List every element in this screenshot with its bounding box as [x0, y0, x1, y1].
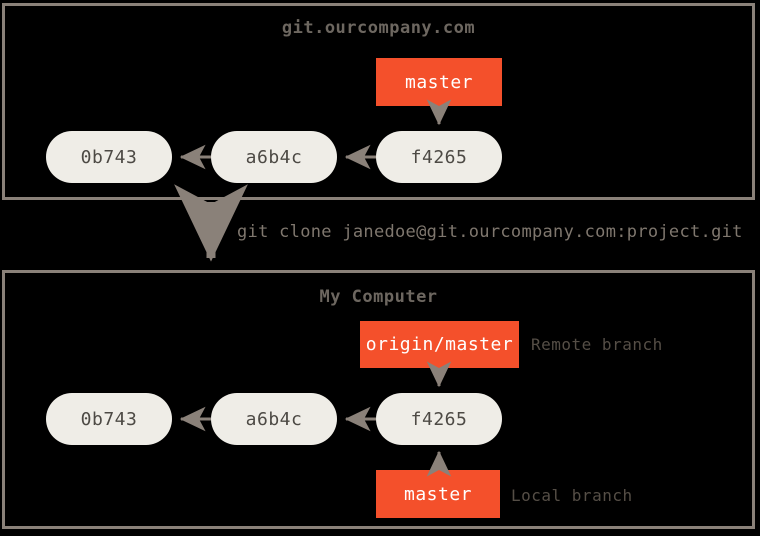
- commit-node-a6b4c-local: a6b4c: [211, 393, 337, 445]
- commit-node-0b743-local: 0b743: [46, 393, 172, 445]
- commit-node-0b743-remote: 0b743: [46, 131, 172, 183]
- branch-label-master-local: master: [376, 470, 500, 518]
- commit-node-f4265-remote: f4265: [376, 131, 502, 183]
- remote-panel-title: git.ourcompany.com: [281, 18, 476, 38]
- branch-label-master-remote: master: [376, 58, 502, 106]
- clone-command-caption: git clone janedoe@git.ourcompany.com:pro…: [237, 222, 743, 242]
- commit-node-a6b4c-remote: a6b4c: [211, 131, 337, 183]
- branch-label-origin-master: origin/master: [360, 321, 519, 368]
- annotation-remote-branch: Remote branch: [531, 335, 663, 354]
- commit-node-f4265-local: f4265: [376, 393, 502, 445]
- annotation-local-branch: Local branch: [511, 486, 633, 505]
- local-panel-title: My Computer: [319, 287, 438, 307]
